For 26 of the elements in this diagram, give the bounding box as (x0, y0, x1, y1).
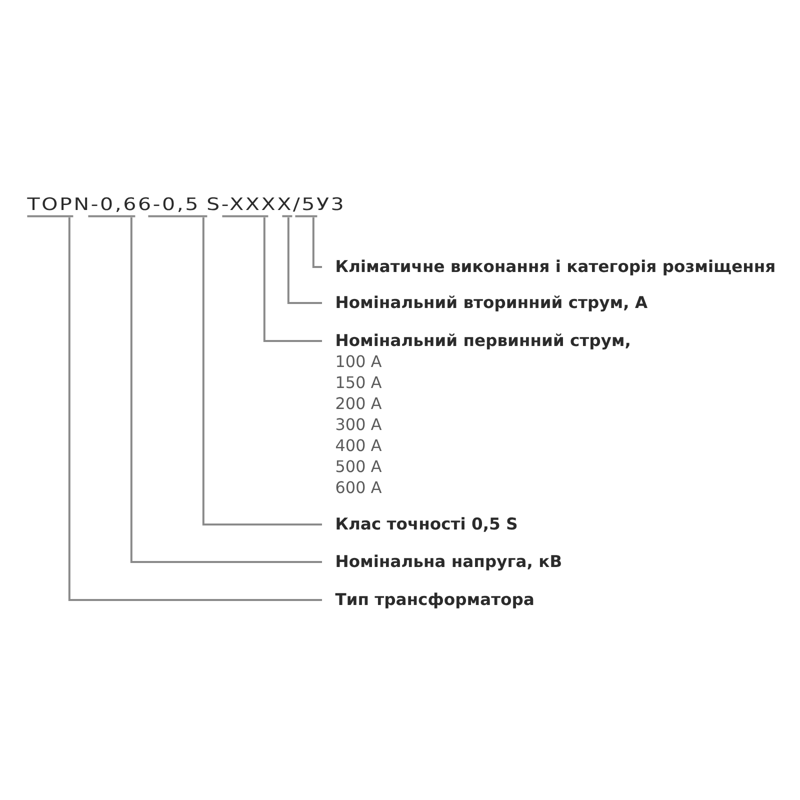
current-value: 100 А (336, 355, 382, 368)
field-label: Номінальний первинний струм, (336, 334, 630, 350)
leader-line (202, 217, 322, 526)
underline (88, 215, 136, 218)
leader-line (263, 217, 322, 342)
leader-line (130, 217, 322, 563)
type-code: TOPN-0,66-0,5 S-XXXX/5У3 (27, 197, 342, 212)
current-value: 300 А (336, 418, 382, 430)
current-value: 200 А (336, 397, 382, 410)
leader-line (312, 217, 322, 268)
current-value: 500 А (336, 460, 382, 472)
current-value: 150 А (336, 376, 382, 388)
underline (295, 215, 318, 218)
field-label: Клас точності 0,5 S (336, 517, 517, 532)
underline (27, 215, 74, 218)
field-label: Номінальна напруга, кВ (336, 554, 561, 571)
underline (222, 215, 268, 218)
current-value: 600 А (336, 481, 382, 494)
field-label: Тип трансформатора (335, 592, 534, 608)
field-label: Номінальний вторинний струм, А (336, 296, 648, 312)
leader-line (68, 217, 322, 601)
underline (282, 215, 292, 218)
leader-line (287, 217, 322, 304)
field-label: Кліматичне виконання і категорія розміщення (336, 260, 774, 276)
current-value: 400 А (336, 439, 382, 452)
underline (148, 215, 208, 218)
